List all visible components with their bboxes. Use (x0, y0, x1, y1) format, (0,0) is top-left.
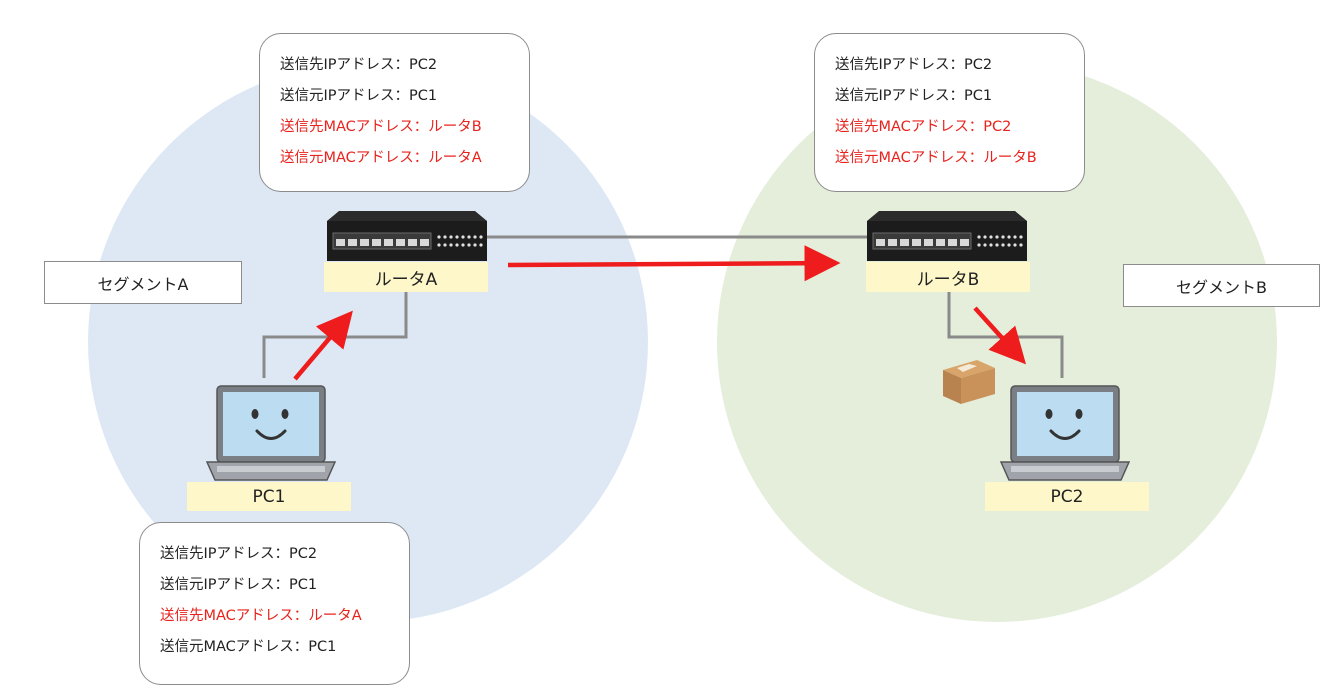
arrow-pc1-to-router-a (293, 310, 353, 381)
dest-mac-line: 送信先MACアドレス：ルータA (160, 608, 362, 624)
dest-ip-line: 送信先IPアドレス：PC2 (160, 546, 318, 562)
router-a-label: ルータA (324, 262, 488, 292)
segment-a-label: セグメントA (44, 261, 242, 304)
src-ip-line: 送信元IPアドレス：PC1 (160, 577, 318, 593)
dest-ip-line: 送信先IPアドレス：PC2 (280, 57, 438, 73)
dest-mac-line: 送信先MACアドレス：PC2 (835, 119, 1012, 135)
src-mac-line: 送信元MACアドレス：ルータB (835, 150, 1037, 166)
flow-arrows (293, 245, 1027, 381)
pc1-label: PC1 (187, 482, 351, 511)
pc1-laptop-icon (205, 385, 337, 481)
pc2-laptop-icon (999, 385, 1131, 481)
router-a-packet-header-box: 送信先IPアドレス：PC2 送信元IPアドレス：PC1 送信先MACアドレス：ル… (259, 33, 530, 192)
pc1-packet-header-box: 送信先IPアドレス：PC2 送信元IPアドレス：PC1 送信先MACアドレス：ル… (139, 522, 410, 685)
router-b-packet-header-box: 送信先IPアドレス：PC2 送信元IPアドレス：PC1 送信先MACアドレス：P… (814, 33, 1085, 192)
router-a-icon (327, 211, 487, 261)
src-ip-line: 送信元IPアドレス：PC1 (280, 88, 438, 104)
arrow-router-a-to-router-b (507, 245, 841, 282)
router-b-icon (867, 211, 1027, 261)
dest-mac-line: 送信先MACアドレス：ルータB (280, 119, 482, 135)
pc2-label: PC2 (985, 482, 1149, 511)
router-b-label: ルータB (866, 262, 1030, 292)
src-ip-line: 送信元IPアドレス：PC1 (835, 88, 993, 104)
src-mac-line: 送信元MACアドレス：ルータA (280, 150, 482, 166)
segment-b-label: セグメントB (1123, 264, 1320, 307)
packet-box-icon (943, 360, 995, 404)
dest-ip-line: 送信先IPアドレス：PC2 (835, 57, 993, 73)
arrow-router-b-to-pc2 (973, 306, 1027, 365)
src-mac-line: 送信元MACアドレス：PC1 (160, 639, 337, 655)
